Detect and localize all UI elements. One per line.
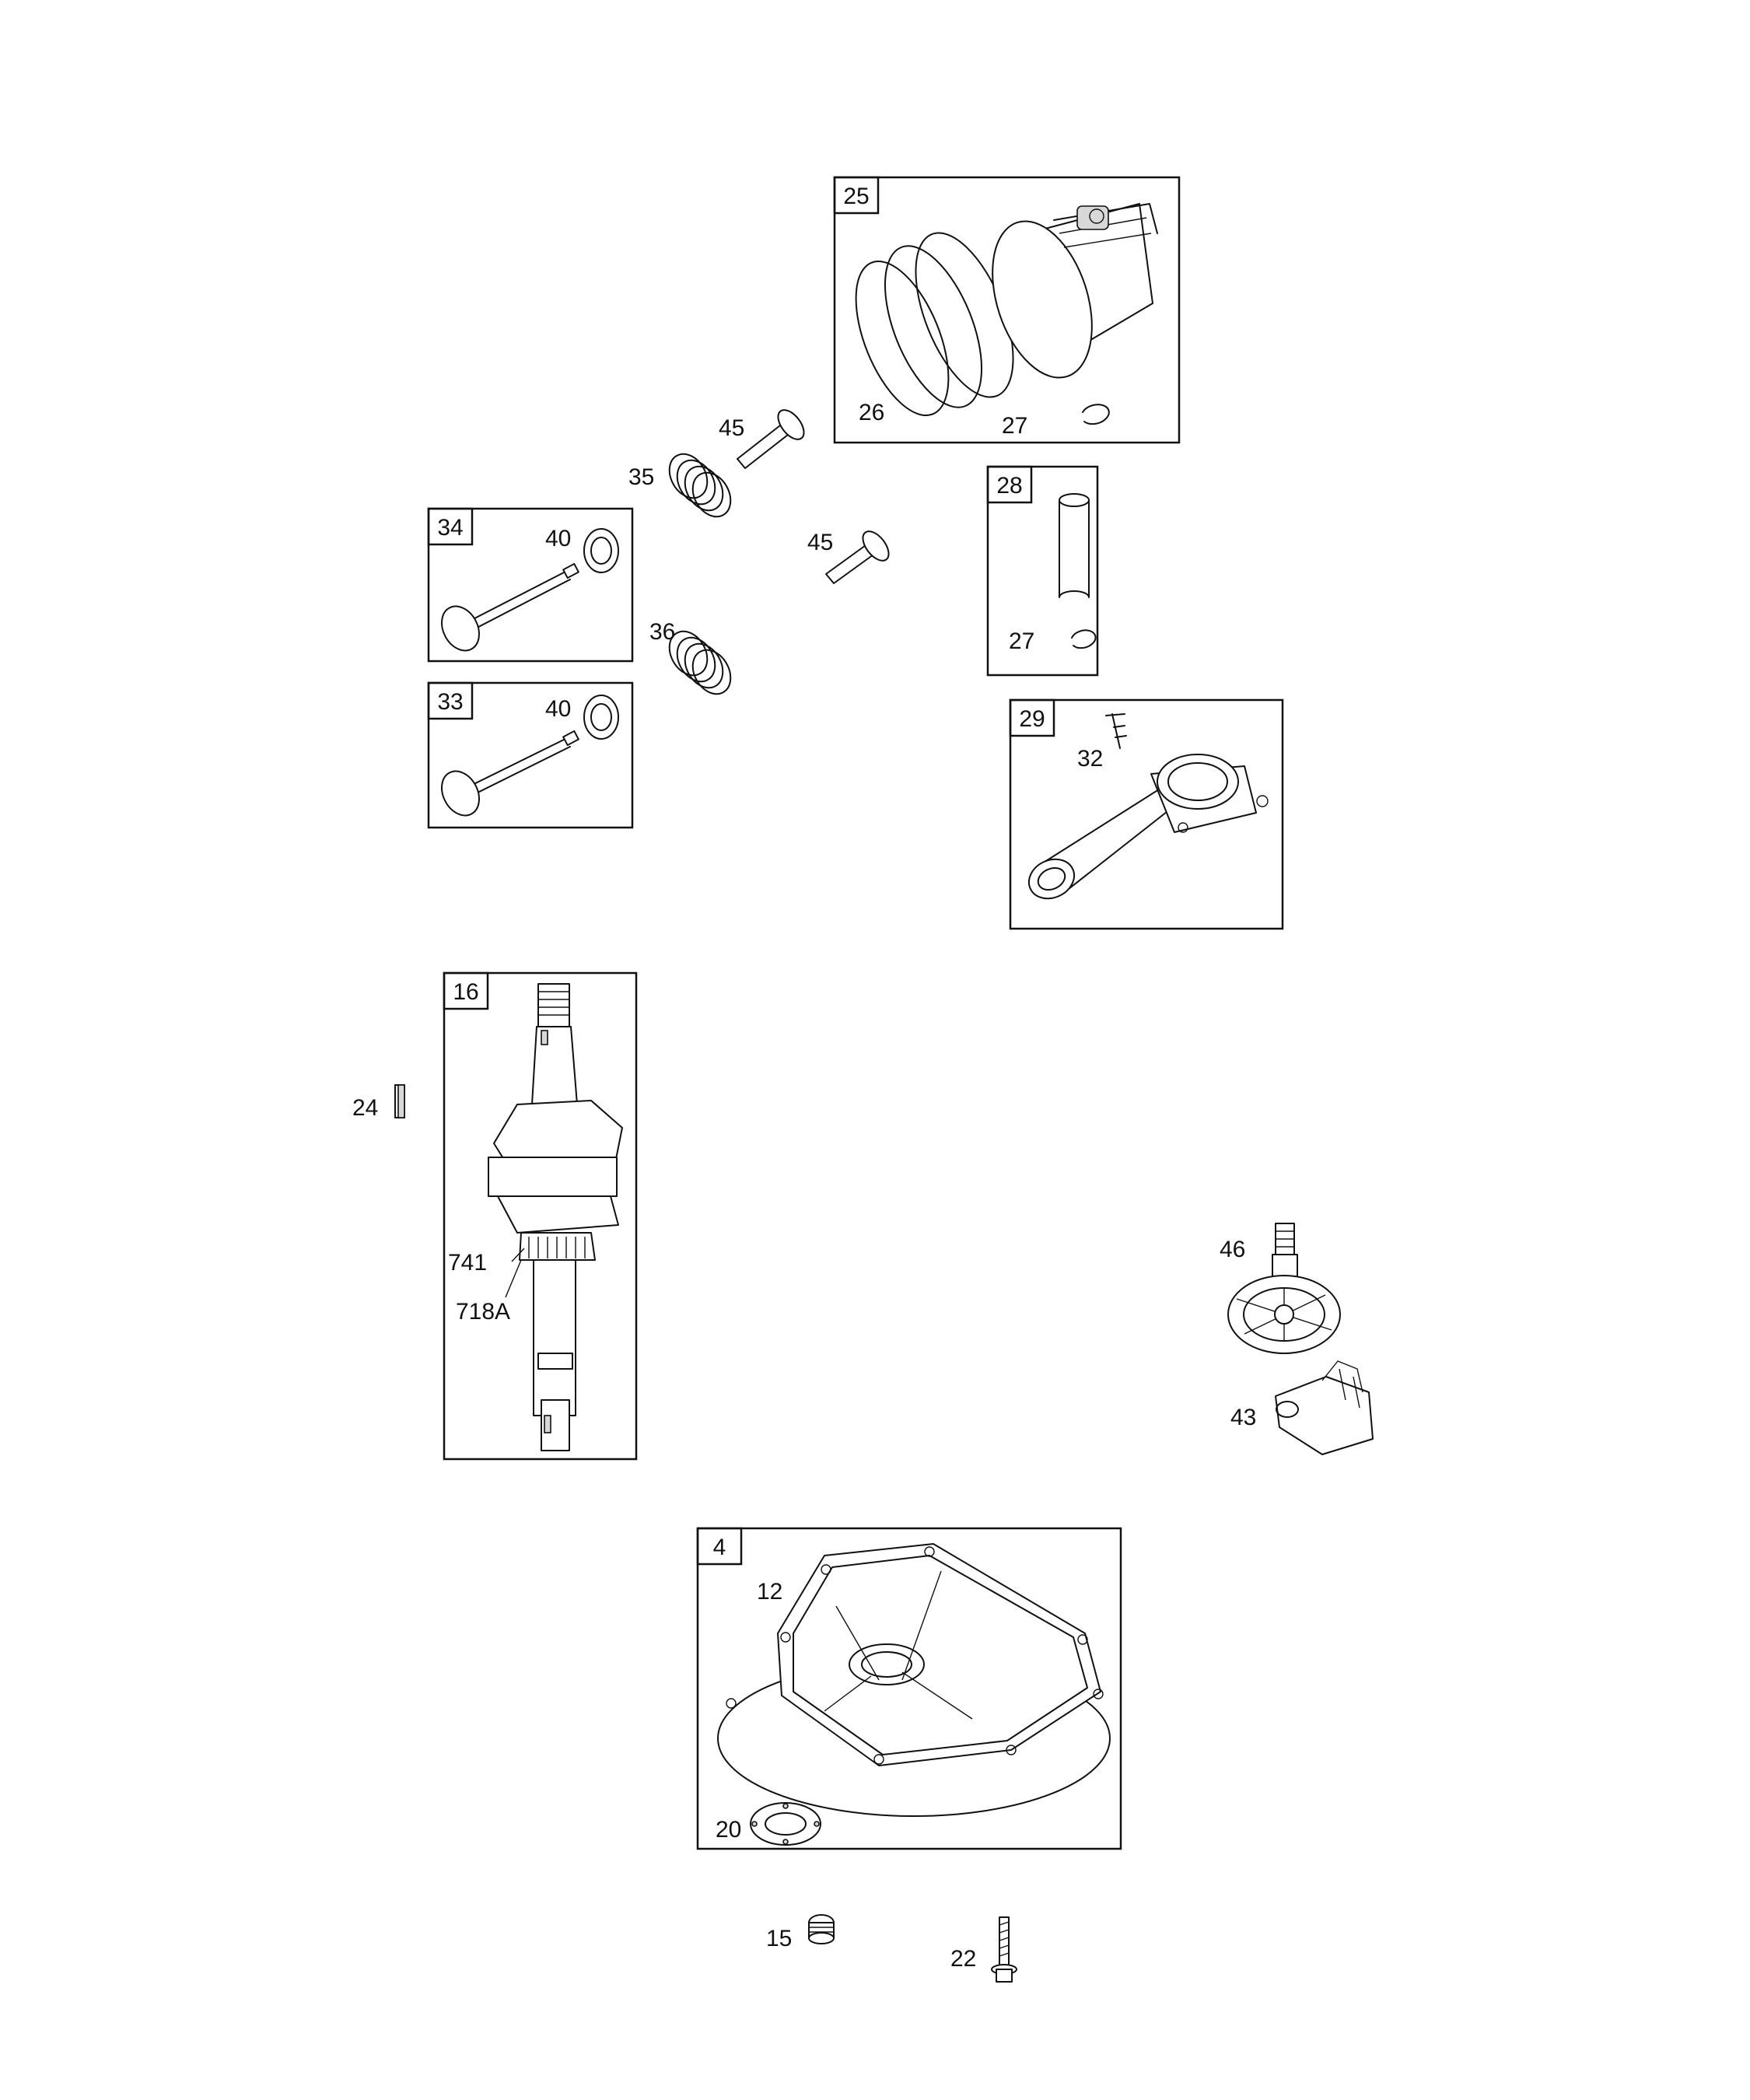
callout-45-lower: 45 bbox=[807, 530, 833, 555]
valve-box-34: 34 40 bbox=[427, 507, 634, 663]
circlip-illustration bbox=[1082, 404, 1110, 425]
valve-spring-35: 35 bbox=[628, 453, 732, 518]
valve-spring-36: 36 bbox=[649, 619, 732, 695]
crankshaft-illustration bbox=[488, 983, 623, 1451]
camshaft-gear: 46 bbox=[1220, 1223, 1341, 1354]
crankshaft-box: 16 741 718A bbox=[443, 971, 638, 1461]
drain-plug: 15 bbox=[766, 1914, 835, 1951]
cover-bolt: 22 bbox=[950, 1916, 1017, 1983]
callout-12: 12 bbox=[757, 1579, 782, 1605]
callout-24: 24 bbox=[352, 1095, 378, 1121]
oil-seal-illustration bbox=[750, 1802, 821, 1846]
callout-718a: 718A bbox=[456, 1299, 510, 1325]
crankshaft-key: 24 bbox=[352, 1084, 405, 1121]
callout-4: 4 bbox=[713, 1535, 726, 1560]
callout-15: 15 bbox=[766, 1926, 792, 1951]
callout-45-upper: 45 bbox=[719, 415, 744, 441]
callout-20: 20 bbox=[716, 1817, 741, 1843]
callout-46: 46 bbox=[1220, 1237, 1245, 1262]
piston-assembly-box: 25 26 27 bbox=[833, 176, 1181, 444]
governor-assembly: 43 bbox=[1230, 1360, 1374, 1455]
valve-tappet-lower: 45 bbox=[807, 530, 890, 584]
callout-40-upper: 40 bbox=[545, 526, 571, 551]
valve-tappet-upper: 45 bbox=[719, 409, 805, 469]
callout-16: 16 bbox=[453, 979, 478, 1005]
callout-33: 33 bbox=[437, 689, 463, 715]
callout-35: 35 bbox=[628, 464, 654, 490]
callout-25: 25 bbox=[843, 184, 869, 209]
callout-29: 29 bbox=[1019, 706, 1045, 732]
callout-36: 36 bbox=[649, 619, 675, 645]
connecting-rod-box: 29 32 bbox=[1009, 698, 1284, 930]
valve-box-33: 33 40 bbox=[427, 681, 634, 829]
callout-34: 34 bbox=[437, 515, 463, 541]
piston-illustration bbox=[992, 203, 1158, 379]
crankcase-cover-illustration bbox=[717, 1543, 1111, 1817]
crankcase-cover-box: 4 12 20 bbox=[696, 1527, 1122, 1850]
callout-26: 26 bbox=[859, 400, 884, 425]
callout-32: 32 bbox=[1077, 746, 1103, 772]
callout-27-pin: 27 bbox=[1009, 628, 1034, 654]
callout-22: 22 bbox=[950, 1946, 976, 1972]
callout-43: 43 bbox=[1230, 1405, 1256, 1430]
callout-40-lower: 40 bbox=[545, 696, 571, 722]
piston-pin-box: 28 27 bbox=[986, 465, 1099, 677]
callout-741: 741 bbox=[448, 1250, 487, 1276]
callout-28: 28 bbox=[996, 473, 1022, 499]
callout-27-piston: 27 bbox=[1002, 413, 1027, 439]
